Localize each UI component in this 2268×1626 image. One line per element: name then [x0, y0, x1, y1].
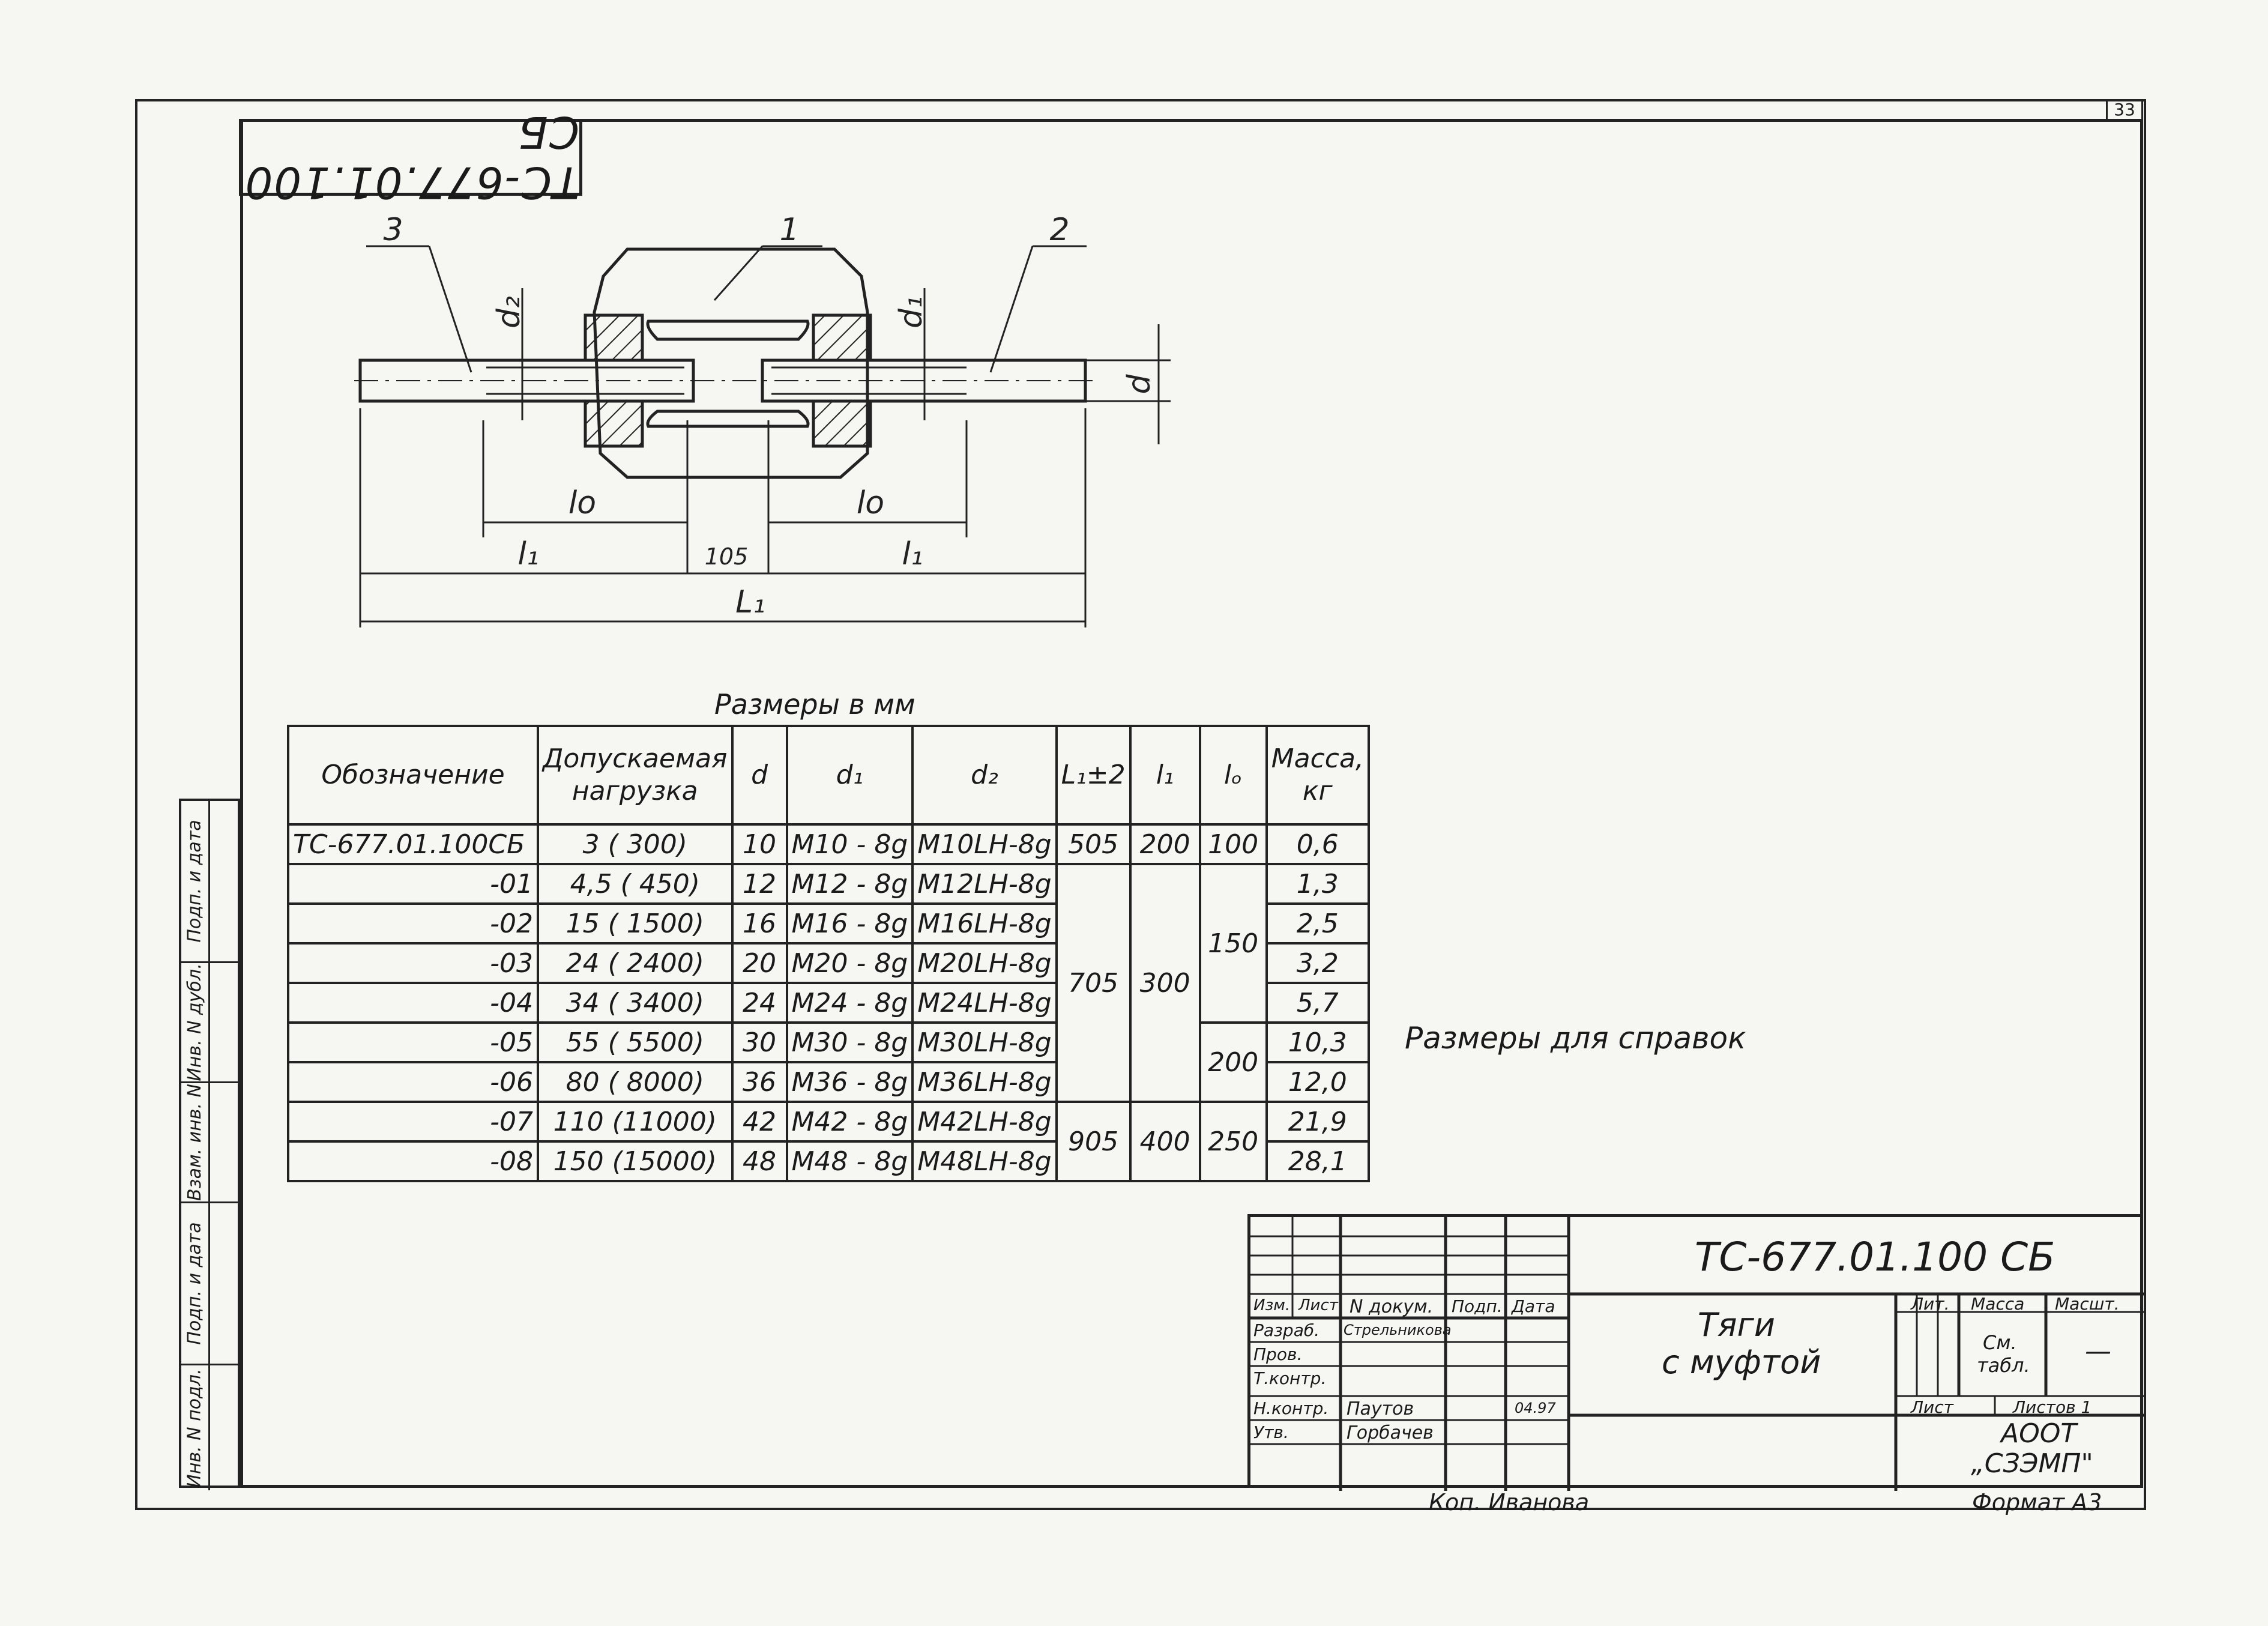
table-row: -01 4,5 ( 450) 12 M12 - 8g M12LH-8g 705 …	[287, 863, 1370, 1103]
spec-table: Обозначение Допускаемая нагрузка d d₁ d₂…	[287, 725, 1370, 1182]
mass-value-1: См.	[1983, 1331, 2017, 1354]
org-line-2: „СЗЭМП"	[1971, 1448, 2093, 1479]
dim-d2: d₂	[491, 296, 527, 328]
side-row-sign-date-1: Подп. и дата	[181, 801, 238, 963]
role-nkontr: Н.контр.	[1253, 1398, 1329, 1418]
table-row: -08 150 (15000) 48 M48 - 8g M48LH-8g 28,…	[287, 1140, 1370, 1182]
col-list: Лист	[1298, 1296, 1338, 1314]
side-stamp: Подп. и дата Инв. N дубл. Взам. инв. N П…	[179, 799, 240, 1490]
table-row: -05 55 ( 5500) 30 M30 - 8g M30LH-8g 200 …	[287, 1021, 1370, 1103]
col-d: d	[731, 725, 788, 826]
col-d2: d₂	[911, 725, 1058, 826]
scale-label: Масшт.	[2055, 1294, 2120, 1314]
dim-L1: L₁	[735, 584, 765, 620]
side-row-inv-dubl: Инв. N дубл.	[181, 963, 238, 1083]
title-block: Изм. Лист N докум. Подп. Дата Разраб. Ст…	[1247, 1214, 2146, 1491]
razrab-name: Стрельникова	[1344, 1322, 1452, 1338]
sheet-number: 33	[2106, 99, 2143, 121]
title-line-1: Тяги	[1698, 1306, 1775, 1344]
org-line-1: АООТ	[2001, 1418, 2077, 1449]
table-row: -04 34 ( 3400) 24 M24 - 8g M24LH-8g 5,7	[287, 982, 1370, 1024]
dim-l1-left: l₁	[517, 536, 538, 572]
title-block-grid	[1250, 1217, 2146, 1491]
format-label: Формат А3	[1972, 1489, 2102, 1516]
outer-frame	[135, 99, 2146, 1510]
list-label: Лист	[1911, 1397, 1953, 1417]
mass-label: Масса	[1971, 1294, 2025, 1314]
table-row: -06 80 ( 8000) 36 M36 - 8g M36LH-8g 12,0	[287, 1061, 1370, 1103]
role-utv: Утв.	[1253, 1422, 1289, 1442]
col-ndokum: N докум.	[1350, 1296, 1434, 1317]
col-oboz: Обозначение	[287, 725, 539, 826]
col-L1: L₁±2	[1055, 725, 1132, 826]
role-prov: Пров.	[1253, 1344, 1303, 1364]
drawing-code: ТС-677.01.100 СБ	[1695, 1234, 2055, 1280]
col-l1: l₁	[1129, 725, 1201, 826]
table-caption: Размеры в мм	[714, 688, 915, 721]
scale-value: —	[2085, 1336, 2111, 1367]
mass-value-2: табл.	[1977, 1354, 2030, 1377]
table-row: -02 15 ( 1500) 16 M16 - 8g M16LH-8g 2,5	[287, 902, 1370, 944]
col-podp: Подп.	[1452, 1296, 1503, 1316]
col-data: Дата	[1512, 1296, 1555, 1316]
role-tkontr: Т.контр.	[1253, 1368, 1327, 1388]
dim-lo-left: lo	[569, 485, 596, 521]
dim-lo-right: lo	[857, 485, 884, 521]
side-row-inv-podl: Инв. N подл.	[181, 1365, 238, 1490]
table-row: -03 24 ( 2400) 20 M20 - 8g M20LH-8g 3,2	[287, 942, 1370, 984]
side-row-vzam-inv: Взам. инв. N	[181, 1083, 238, 1203]
dim-d1: d₁	[893, 296, 929, 328]
col-d1: d₁	[785, 725, 914, 826]
title-line-2: с муфтой	[1662, 1343, 1821, 1381]
table-row: ТС-677.01.100СБ 3 ( 300) 10 M10 - 8g M10…	[287, 823, 1370, 865]
top-stamp: ТС-677.01.100 СБ	[239, 107, 582, 208]
role-razrab: Разраб.	[1253, 1320, 1320, 1340]
dim-d: d	[1121, 374, 1157, 394]
copied-by: Коп. Иванова	[1429, 1489, 1590, 1516]
callout-2: 2	[1049, 212, 1069, 248]
nkontr-date: 04.97	[1515, 1400, 1556, 1416]
callout-1: 1	[779, 212, 799, 248]
utv-name: Горбачев	[1347, 1422, 1434, 1443]
dim-l1-right: l₁	[902, 536, 923, 572]
col-load: Допускаемая нагрузка	[537, 725, 734, 826]
lit-label: Лит.	[1911, 1294, 1950, 1314]
table-header-row: Обозначение Допускаемая нагрузка d d₁ d₂…	[287, 725, 1370, 826]
col-izm: Изм.	[1253, 1296, 1291, 1314]
listov-label: Листов 1	[2013, 1397, 2092, 1417]
nkontr-name: Паутов	[1347, 1398, 1414, 1419]
reference-note: Размеры для справок	[1405, 1021, 1746, 1056]
col-lo: lₒ	[1198, 725, 1268, 826]
dim-gap: 105	[705, 543, 749, 570]
inner-frame	[240, 119, 2143, 1488]
callout-3: 3	[383, 212, 403, 248]
col-mass: Масса, кг	[1265, 725, 1370, 826]
table-row: -07 110 (11000) 42 M42 - 8g M42LH-8g 905…	[287, 1101, 1370, 1182]
side-row-sign-date-2: Подп. и дата	[181, 1203, 238, 1365]
